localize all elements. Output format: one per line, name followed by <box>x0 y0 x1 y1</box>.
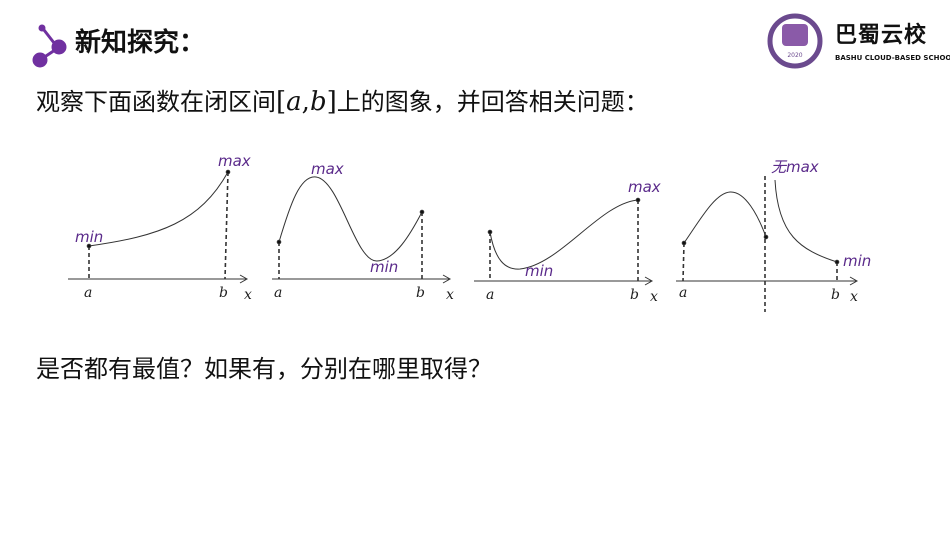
a-symbol: a <box>286 87 302 117</box>
x-label: x <box>650 289 658 305</box>
question-text: 是否都有最值？如果有，分别在哪里取得？ <box>36 355 492 383</box>
x-label: x <box>244 287 252 303</box>
a-label: a <box>679 285 687 301</box>
min-label: min <box>525 262 553 280</box>
b-label: b <box>630 287 639 303</box>
logo-name-en: BASHU CLOUD-BASED SCHOOL <box>835 54 950 62</box>
max-label: max <box>311 160 344 178</box>
prompt-before: 观察下面函数在闭区间 <box>36 88 276 116</box>
interval: [a,b] <box>276 87 337 117</box>
max-label: max <box>218 152 251 170</box>
b-symbol: b <box>309 87 327 117</box>
b-label: b <box>416 285 425 301</box>
x-label: x <box>446 287 454 303</box>
a-label: a <box>84 285 92 301</box>
min-label: min <box>370 258 398 276</box>
min-label: min <box>75 228 103 246</box>
min-label: min <box>843 252 871 270</box>
no-max-label: 无max <box>771 158 819 176</box>
prompt-text: 观察下面函数在闭区间[a,b]上的图象，并回答相关问题： <box>36 84 649 120</box>
graph-1 <box>68 169 249 284</box>
bracket-open: [ <box>276 87 287 117</box>
max-label: max <box>628 178 661 196</box>
section-title: 新知探究： <box>75 28 206 58</box>
graph-2 <box>272 176 452 284</box>
a-label: a <box>486 287 494 303</box>
comma: , <box>301 87 310 117</box>
graph-4 <box>676 176 859 312</box>
bracket-close: ] <box>326 87 337 117</box>
x-label: x <box>850 289 858 305</box>
b-label: b <box>219 285 228 301</box>
molecule-node-icon <box>32 24 67 68</box>
logo-name-cn: 巴蜀云校 <box>835 22 928 48</box>
prompt-after: 上的图象，并回答相关问题： <box>336 88 649 116</box>
logo-seal-icon: 2020 <box>767 13 823 69</box>
seal-year: 2020 <box>787 52 802 59</box>
school-logo: 巴蜀云校 BASHU CLOUD-BASED SCHOOL <box>765 18 950 66</box>
a-label: a <box>274 285 282 301</box>
graph-3 <box>474 197 654 286</box>
b-label: b <box>831 287 840 303</box>
